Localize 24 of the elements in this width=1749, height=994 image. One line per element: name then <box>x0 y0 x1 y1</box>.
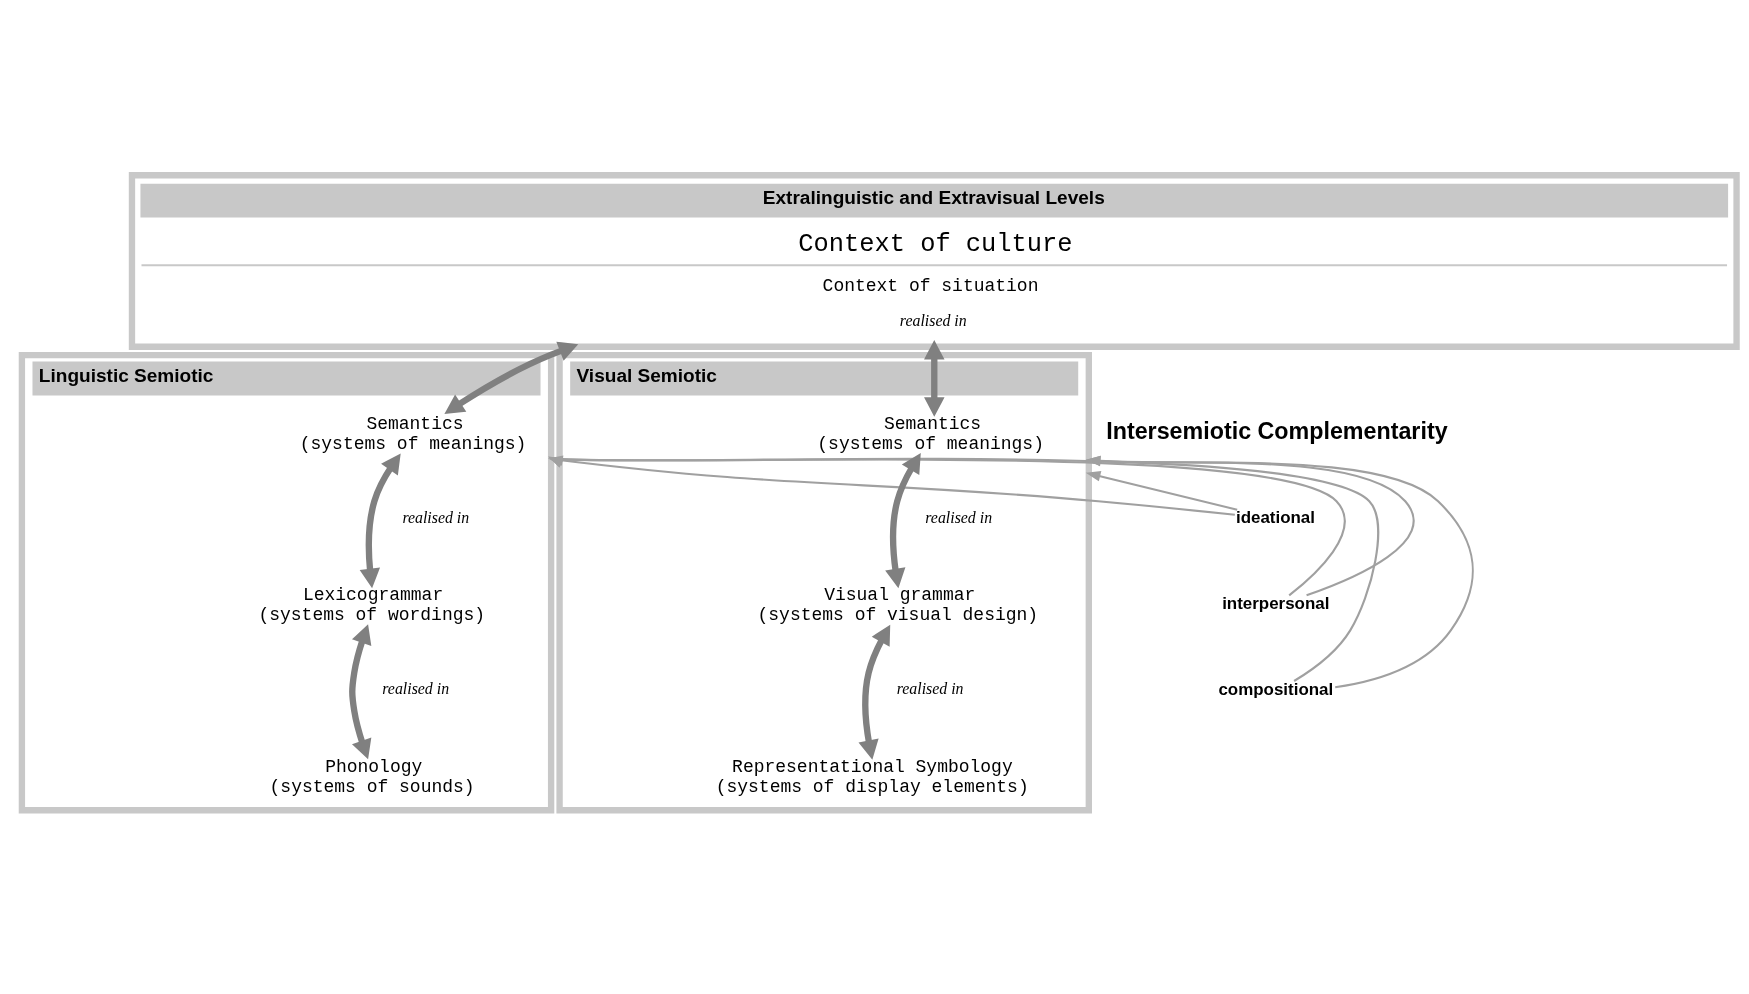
node-text: Semantics (systems of meanings) <box>299 413 526 454</box>
label: realised in <box>924 508 992 526</box>
node-text: Visual grammar (systems of visual design) <box>757 585 1038 626</box>
arrow <box>923 339 945 417</box>
arrow <box>348 624 371 760</box>
node-text: interpersonal <box>1221 593 1329 613</box>
node-text: ideational <box>1235 508 1315 528</box>
node-text: Lexicogrammar (systems of wordings) <box>257 585 485 626</box>
arrow <box>1085 455 1474 689</box>
node-box: Extralinguistic and Extravisual Levels Context of culture Context of situation realised in <box>128 172 1740 350</box>
label: Intersemiotic Complementarity <box>1105 418 1448 445</box>
arrow <box>359 453 401 589</box>
node-text: Semantics (systems of meanings) <box>816 413 1044 454</box>
node-text: Representational Symbology (systems of display elements) <box>715 756 1029 797</box>
label: realised in <box>401 508 469 526</box>
label: realised in <box>381 680 449 698</box>
arrow <box>1085 471 1237 511</box>
arrow <box>884 453 921 589</box>
arrow <box>443 341 578 414</box>
node-text: Phonology (systems of sounds) <box>269 756 475 797</box>
arrow <box>858 624 890 760</box>
arrow <box>1085 455 1414 597</box>
label: realised in <box>896 680 964 698</box>
node-text: compositional <box>1217 679 1333 699</box>
